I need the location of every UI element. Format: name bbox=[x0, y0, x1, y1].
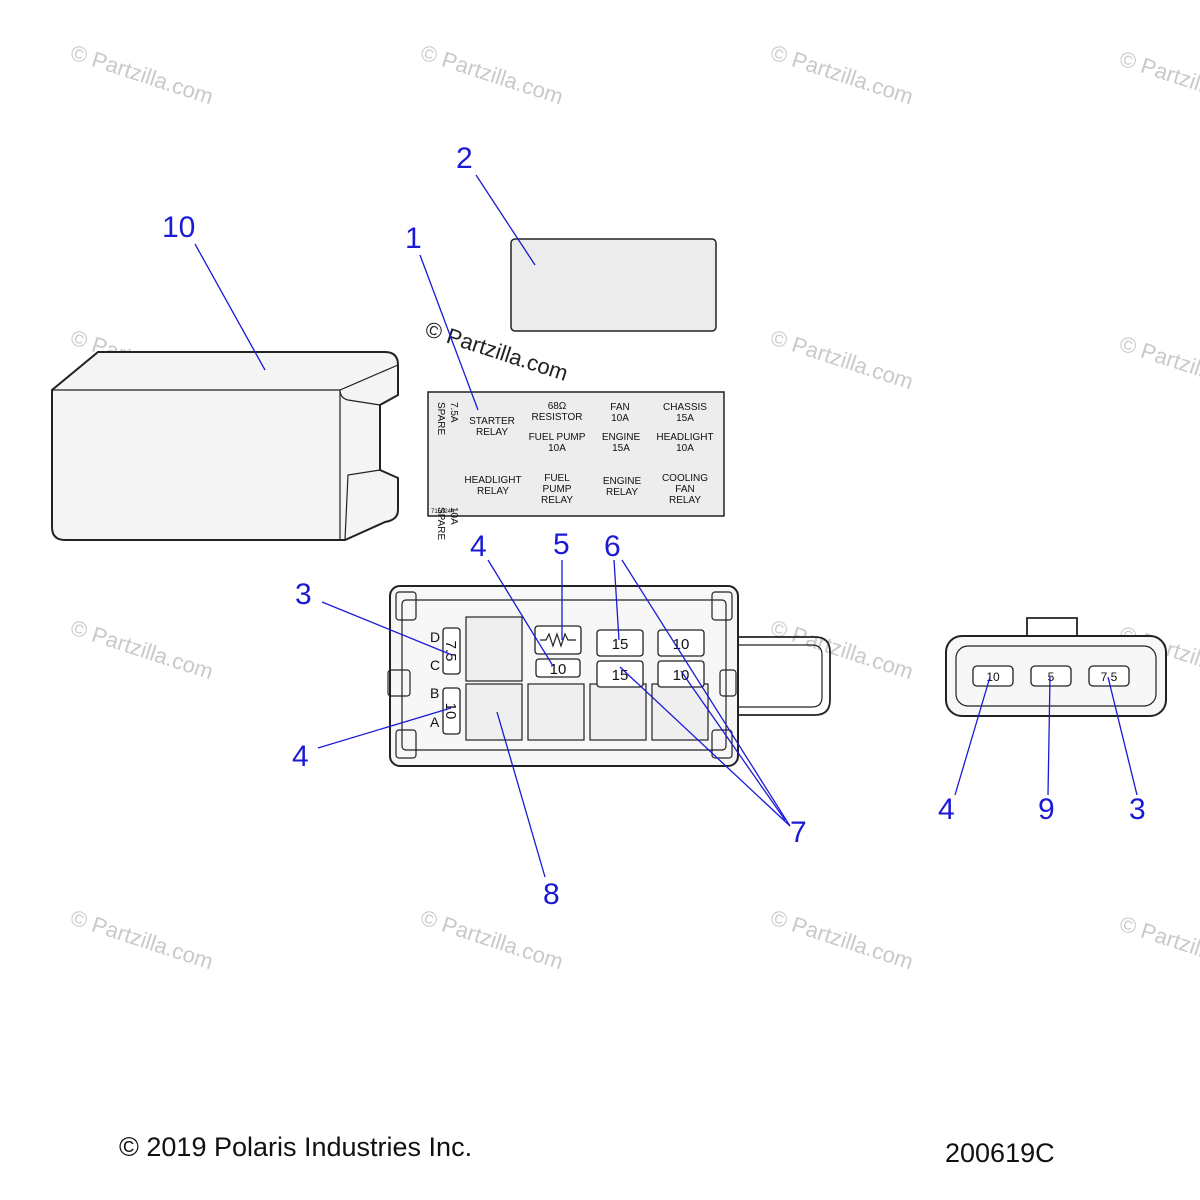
spare-fuse-5: 5 bbox=[1048, 670, 1055, 684]
callout-5: 5 bbox=[553, 528, 570, 561]
resistor bbox=[534, 625, 582, 655]
fuse-left-top: 7.5 bbox=[442, 641, 459, 662]
callout-7: 7 bbox=[790, 816, 807, 849]
slot-label-b: B bbox=[430, 685, 439, 701]
spare-fuse-75: 7.5 bbox=[1101, 670, 1118, 684]
callout-3-left: 3 bbox=[295, 578, 312, 611]
decal-part-number: 7158244 bbox=[431, 509, 455, 515]
watermark: © Partzilla.com bbox=[68, 905, 217, 975]
leader-lines bbox=[194, 174, 1138, 878]
fuse-box: D C B A 7.5 10 10 15 10 15 10 bbox=[387, 585, 831, 767]
callouts: 10 2 1 4 5 6 3 4 8 7 4 9 3 bbox=[162, 142, 1146, 911]
blank-label bbox=[510, 238, 717, 332]
decal-spare-75-value: 7.5A bbox=[448, 402, 459, 423]
fuse-fan: 15 bbox=[612, 636, 629, 653]
watermark: © Partzilla.com bbox=[768, 905, 917, 975]
watermark: © Partzilla.com bbox=[768, 615, 917, 685]
callout-10: 10 bbox=[162, 211, 195, 244]
callout-1: 1 bbox=[405, 222, 422, 255]
fuse-engine: 15 bbox=[612, 667, 629, 684]
slot-label-c: C bbox=[430, 657, 440, 673]
watermark: © Partzilla.com bbox=[68, 615, 217, 685]
callout-9: 9 bbox=[1038, 793, 1055, 826]
watermark: © Partzilla.com bbox=[768, 40, 917, 110]
callout-6: 6 bbox=[604, 530, 621, 563]
decal-spare-10-word: SPARE bbox=[435, 507, 446, 540]
decal-spare-75-word: SPARE bbox=[435, 402, 446, 435]
callout-2: 2 bbox=[456, 142, 473, 175]
callout-4-left: 4 bbox=[292, 740, 309, 773]
fuse-fuel-pump: 10 bbox=[550, 661, 567, 678]
watermark: © Partzilla.com bbox=[768, 325, 917, 395]
watermark: © Partzilla.com bbox=[1117, 911, 1200, 981]
watermark: © Partzilla.com bbox=[68, 40, 217, 110]
watermark: © Partzilla.com bbox=[418, 40, 567, 110]
diagram-code: 200619C bbox=[945, 1138, 1055, 1168]
callout-3-right: 3 bbox=[1129, 793, 1146, 826]
fuse-chassis: 10 bbox=[673, 636, 690, 653]
copyright-text: © 2019 Polaris Industries Inc. bbox=[119, 1132, 472, 1162]
fuse-left-bottom: 10 bbox=[442, 703, 459, 720]
callout-8: 8 bbox=[543, 878, 560, 911]
watermark: © Partzilla.com bbox=[1117, 46, 1200, 116]
fuse-box-cover bbox=[51, 351, 399, 541]
watermark: © Partzilla.com bbox=[418, 905, 567, 975]
fuse-headlight: 10 bbox=[673, 667, 690, 684]
spare-fuse-holder: 10 5 7.5 bbox=[945, 617, 1167, 717]
slot-label-d: D bbox=[430, 629, 440, 645]
slot-label-a: A bbox=[430, 714, 440, 730]
callout-4-right: 4 bbox=[938, 793, 955, 826]
spare-fuse-10: 10 bbox=[986, 670, 1000, 684]
watermark: © Partzilla.com bbox=[1117, 331, 1200, 401]
callout-4-top: 4 bbox=[470, 530, 487, 563]
decal-spare-10-value: 10A bbox=[448, 507, 459, 525]
